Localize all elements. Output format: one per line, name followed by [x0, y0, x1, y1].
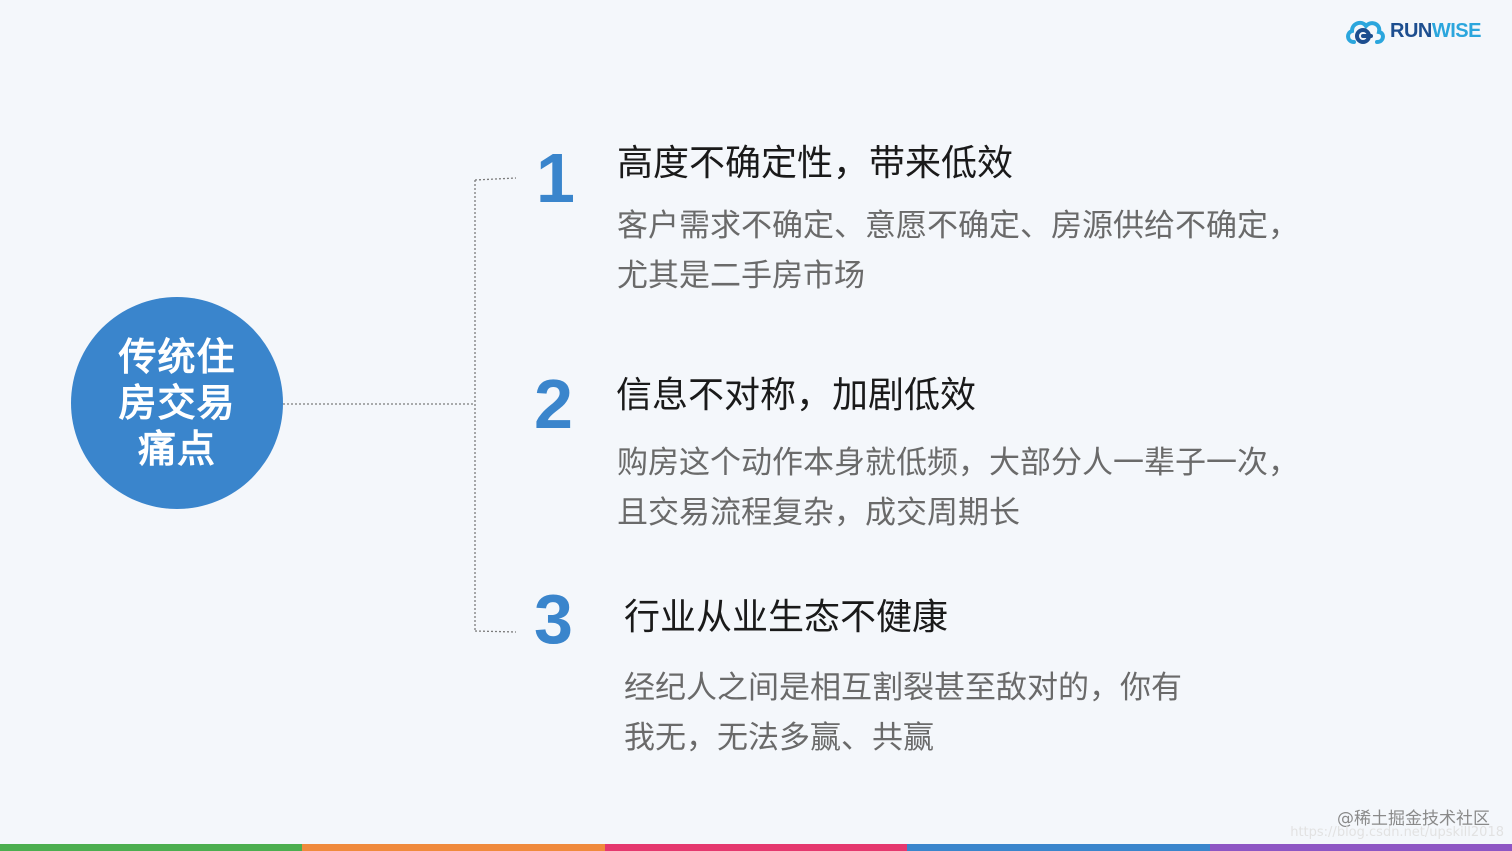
hub-circle: 传统住 房交易 痛点 [71, 297, 283, 509]
point-3-number: 3 [534, 580, 573, 658]
cloud-logo-icon [1346, 20, 1385, 44]
watermark-text: @稀土掘金技术社区 [1337, 809, 1490, 829]
color-bar-segment [907, 844, 1210, 851]
hub-title-line-2: 房交易 [118, 381, 236, 425]
point-3-title: 行业从业生态不健康 [624, 597, 949, 638]
runwise-logo: RUNWISE [1344, 14, 1481, 48]
logo-text: RUNWISE [1390, 21, 1481, 41]
url-watermark: https://blog.csdn.net/upskill2018 [1290, 825, 1504, 840]
point-1-number: 1 [536, 139, 575, 217]
color-bar-segment [1209, 844, 1512, 851]
point-1-desc-line-2: 尤其是二手房市场 [617, 258, 865, 294]
point-2-title: 信息不对称，加剧低效 [616, 375, 977, 416]
bottom-color-bar [0, 844, 1512, 851]
hub-title-line-1: 传统住 [118, 335, 236, 379]
color-bar-segment [302, 844, 605, 851]
color-bar-segment [0, 844, 303, 851]
color-bar-segment [604, 844, 908, 851]
hub-title-line-3: 痛点 [137, 427, 216, 471]
point-2-desc-line-2: 且交易流程复杂，成交周期长 [617, 495, 1020, 531]
logo-text-wise: WISE [1431, 20, 1482, 42]
point-2-desc-line-1: 购房这个动作本身就低频，大部分人一辈子一次， [617, 445, 1299, 481]
point-1-desc-line-1: 客户需求不确定、意愿不确定、房源供给不确定， [617, 208, 1299, 244]
logo-text-run: RUN [1390, 20, 1432, 42]
point-1-title: 高度不确定性，带来低效 [617, 143, 1014, 184]
point-2-number: 2 [534, 365, 573, 443]
point-3-desc-line-1: 经纪人之间是相互割裂甚至敌对的，你有 [624, 670, 1182, 706]
point-3-desc-line-2: 我无，无法多赢、共赢 [624, 720, 934, 756]
